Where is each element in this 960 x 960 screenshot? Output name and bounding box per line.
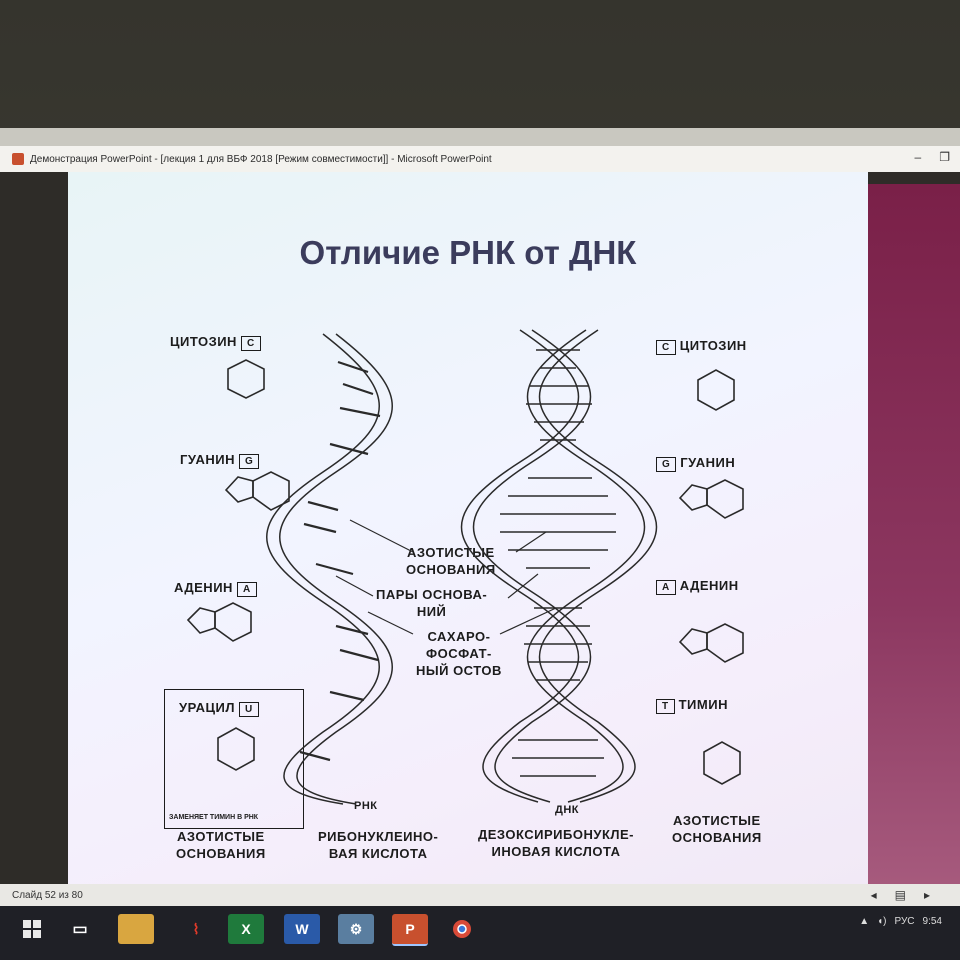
dna-label: ДНК — [555, 804, 579, 816]
system-tray: ▲ ◖) РУС 9:54 — [859, 916, 942, 927]
caption-bottom-right: АЗОТИСТЫЕ ОСНОВАНИЯ — [672, 813, 762, 845]
guanine-right-ring6 — [706, 479, 744, 519]
base-letter-box: A — [236, 582, 257, 597]
label-sugar-phosphate-backbone: САХАРО- ФОСФАТ- НЫЙ ОСТОВ — [416, 629, 502, 678]
powerpoint-icon — [12, 153, 24, 165]
adenine-right-ring5 — [678, 628, 708, 655]
language-indicator[interactable]: РУС — [894, 916, 915, 927]
window-title: Демонстрация PowerPoint - [лекция 1 для … — [30, 153, 492, 165]
base-letter-box: G — [239, 454, 260, 469]
task-view-icon[interactable]: ▭ — [72, 921, 88, 938]
excel-icon[interactable]: X — [228, 914, 264, 944]
prev-slide-icon[interactable]: ◂ — [870, 888, 877, 902]
adenine-right-ring6 — [706, 623, 744, 663]
slide-title: Отличие РНК от ДНК — [299, 234, 637, 271]
base-letter-box: U — [238, 702, 259, 717]
base-letter-box: A — [656, 580, 676, 595]
base-letter-box: G — [656, 457, 677, 472]
chrome-icon[interactable] — [444, 914, 480, 944]
window-controls: – ❐ — [915, 150, 950, 164]
slide-side-band — [864, 184, 960, 884]
network-icon[interactable]: ▲ — [859, 916, 870, 927]
caption-bottom-left: АЗОТИСТЫЕ ОСНОВАНИЯ — [176, 829, 266, 861]
minimize-button[interactable]: – — [914, 150, 922, 164]
projected-screen: Демонстрация PowerPoint - [лекция 1 для … — [0, 128, 960, 960]
window-titlebar: Демонстрация PowerPoint - [лекция 1 для … — [0, 146, 960, 173]
powerpoint-icon[interactable]: P — [392, 914, 428, 946]
clock[interactable]: 9:54 — [922, 916, 942, 927]
guanine-left-ring5 — [224, 476, 254, 503]
reading-view-icon[interactable]: ▤ — [894, 888, 906, 902]
pointer-lines — [335, 519, 557, 635]
base-letter-box: C — [240, 336, 261, 351]
file-explorer-icon[interactable] — [118, 914, 154, 944]
rna-label: РНК — [354, 800, 378, 812]
thymine-structure — [703, 741, 741, 785]
pdf-icon[interactable]: ⌇ — [192, 920, 200, 937]
base-letter-box: T — [656, 699, 675, 714]
dna-helix — [461, 329, 657, 803]
caption-dna: ДЕЗОКСИРИБОНУКЛЕ- ИНОВАЯ КИСЛОТА — [478, 827, 635, 859]
label-base-pairs: ПАРЫ ОСНОВА- НИЙ — [376, 587, 488, 619]
guanine-left-ring6 — [252, 471, 290, 511]
view-controls: ◂ ▤ ▸ — [871, 888, 930, 902]
guanine-right-ring5 — [678, 484, 708, 511]
restore-button[interactable]: ❐ — [939, 150, 950, 164]
adenine-left-ring6 — [214, 602, 252, 642]
base-letter-box: C — [656, 340, 676, 355]
uracil-structure — [217, 727, 255, 771]
status-bar: Слайд 52 из 80 ◂ ▤ ▸ — [0, 884, 960, 906]
cytosine-left-structure — [227, 359, 265, 399]
diagram-svg — [186, 329, 744, 805]
next-slide-icon[interactable]: ▸ — [923, 888, 930, 902]
taskbar: ▭ ⌇ X W ⚙ P ▲ ◖) РУС 9:54 — [0, 906, 960, 960]
slide-counter: Слайд 52 из 80 — [12, 889, 83, 901]
volume-icon[interactable]: ◖) — [877, 916, 887, 927]
word-icon[interactable]: W — [284, 914, 320, 944]
start-icon[interactable] — [14, 914, 50, 944]
uracil-note: ЗАМЕНЯЕТ ТИМИН В РНК — [169, 814, 259, 821]
cytosine-right-structure — [697, 369, 735, 411]
rna-helix — [266, 333, 393, 805]
caption-rna: РИБОНУКЛЕИНО- ВАЯ КИСЛОТА — [318, 829, 439, 861]
label-nitrogen-bases: АЗОТИСТЫЕ ОСНОВАНИЯ — [406, 545, 496, 577]
adenine-left-ring5 — [186, 607, 216, 634]
settings-app-icon[interactable]: ⚙ — [338, 914, 374, 944]
